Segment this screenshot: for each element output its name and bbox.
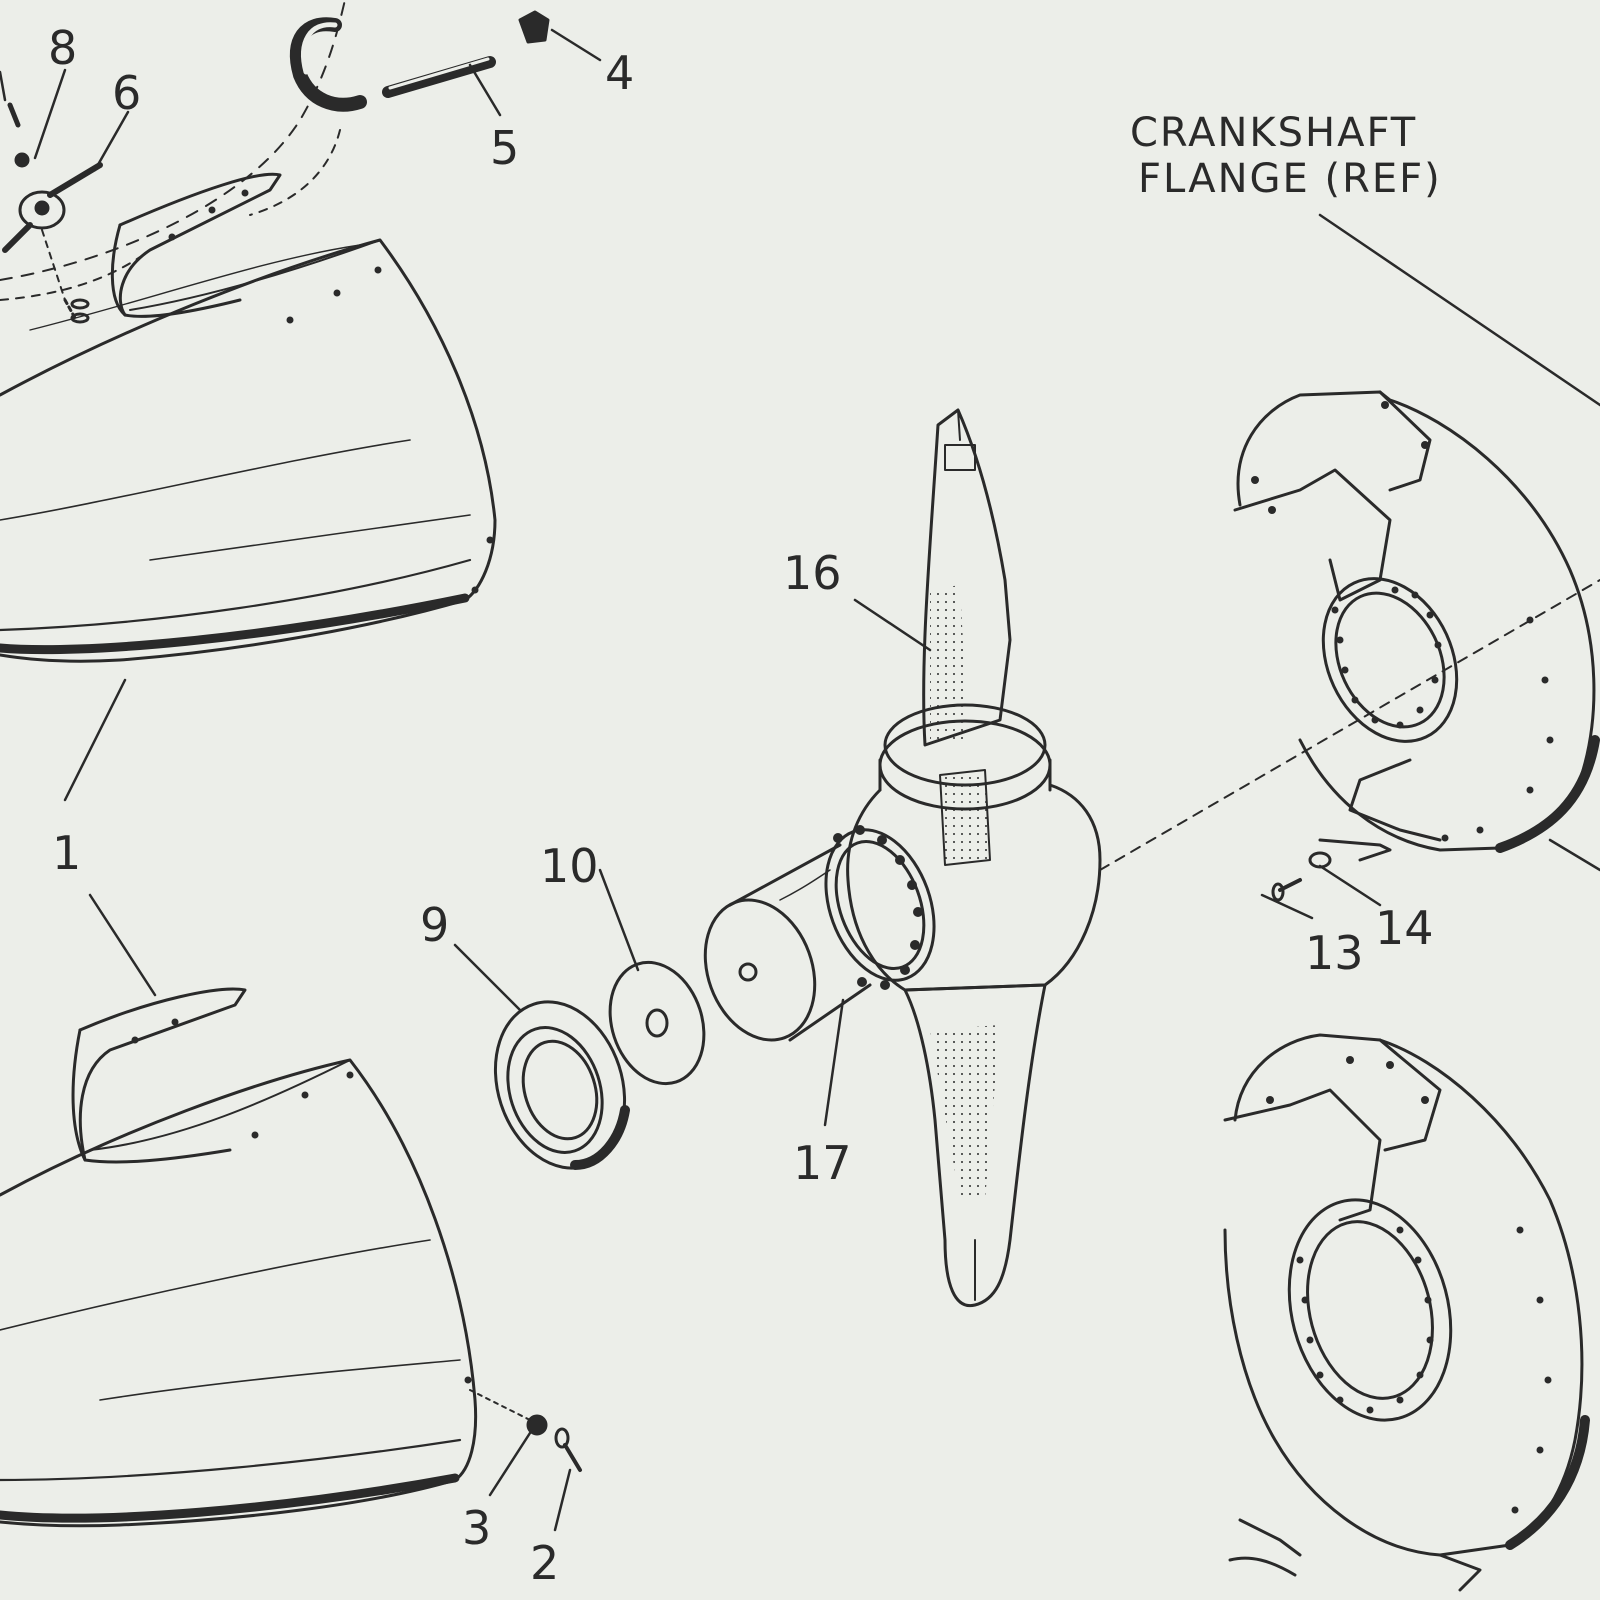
callout-14: 14 [1375,901,1434,955]
seal-part-9 [493,1000,630,1170]
callout-10: 10 [540,839,599,893]
washer-part-3 [469,1389,548,1436]
propeller-part-16 [846,408,1102,1308]
leader-lines [0,28,1600,1532]
rear-bulkhead-lower [1223,1033,1590,1592]
callout-6: 6 [112,66,142,120]
callout-3: 3 [462,1501,492,1555]
bracket-part-6 [2,162,103,324]
callout-4: 4 [605,46,635,100]
callout-17: 17 [793,1136,852,1190]
reference-label-crankshaft: CRANKSHAFT FLANGE (REF) [1130,110,1442,202]
spinner-bulkhead-hub-part-17 [703,825,936,1042]
upper-spinner-shell [0,0,497,663]
callout-16: 16 [783,546,842,600]
rear-bulkhead-upper [1099,390,1600,871]
hose-part-5 [289,17,496,112]
reference-label-line2: FLANGE (REF) [1138,156,1442,202]
callout-5: 5 [490,121,520,175]
lower-spinner-shell [0,987,478,1528]
callout-1: 1 [52,826,82,880]
screw-part-13 [1271,878,1302,902]
callout-8: 8 [48,21,78,75]
screw-part-2 [554,1427,582,1472]
washer-part-10 [608,960,706,1086]
callout-2: 2 [530,1536,560,1590]
callout-13: 13 [1305,926,1364,980]
reference-label-line1: CRANKSHAFT [1130,110,1418,156]
screw-part-8 [7,102,30,168]
clip-part-4 [518,10,550,44]
callout-9: 9 [420,898,450,952]
